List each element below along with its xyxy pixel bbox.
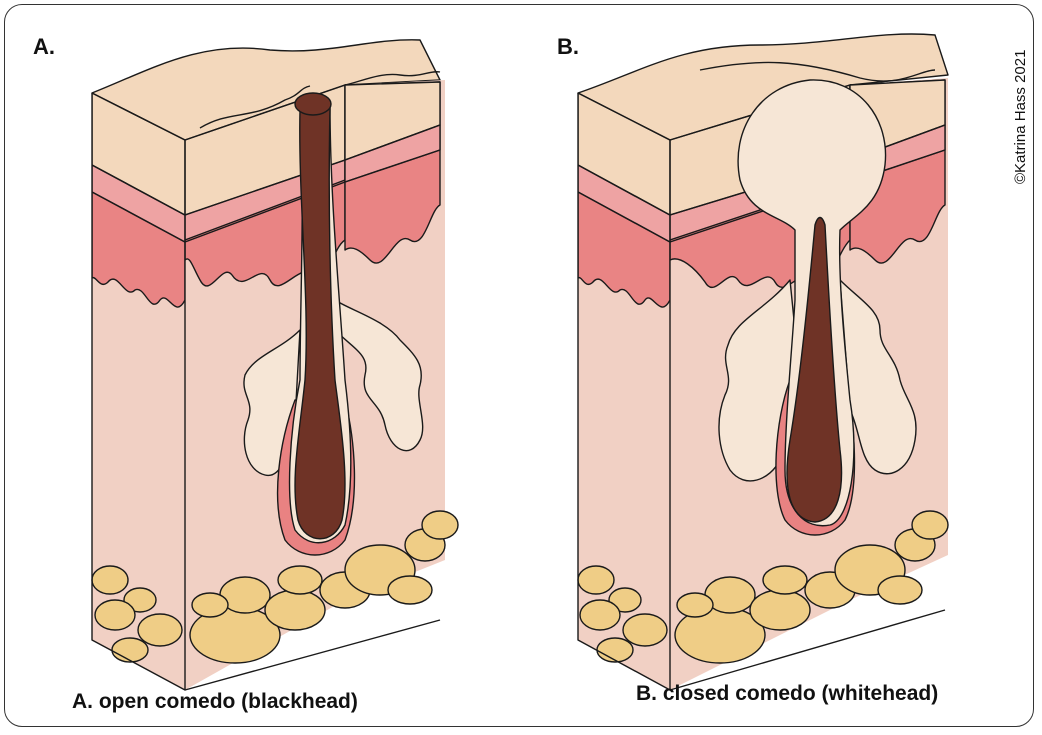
panel-a-caption: A. open comedo (blackhead) (72, 690, 358, 714)
copyright-text: ©Katrina Hass 2021 (1012, 50, 1029, 184)
panel-a-skin-block (85, 40, 480, 705)
panel-b-letter: B. (557, 34, 579, 60)
copyright-credit: ©Katrina Hass 2021 (1008, 14, 1028, 199)
panel-b-caption: B. closed comedo (whitehead) (636, 682, 938, 706)
panel-b-skin-block (570, 34, 965, 705)
panel-a-letter: A. (33, 34, 55, 60)
